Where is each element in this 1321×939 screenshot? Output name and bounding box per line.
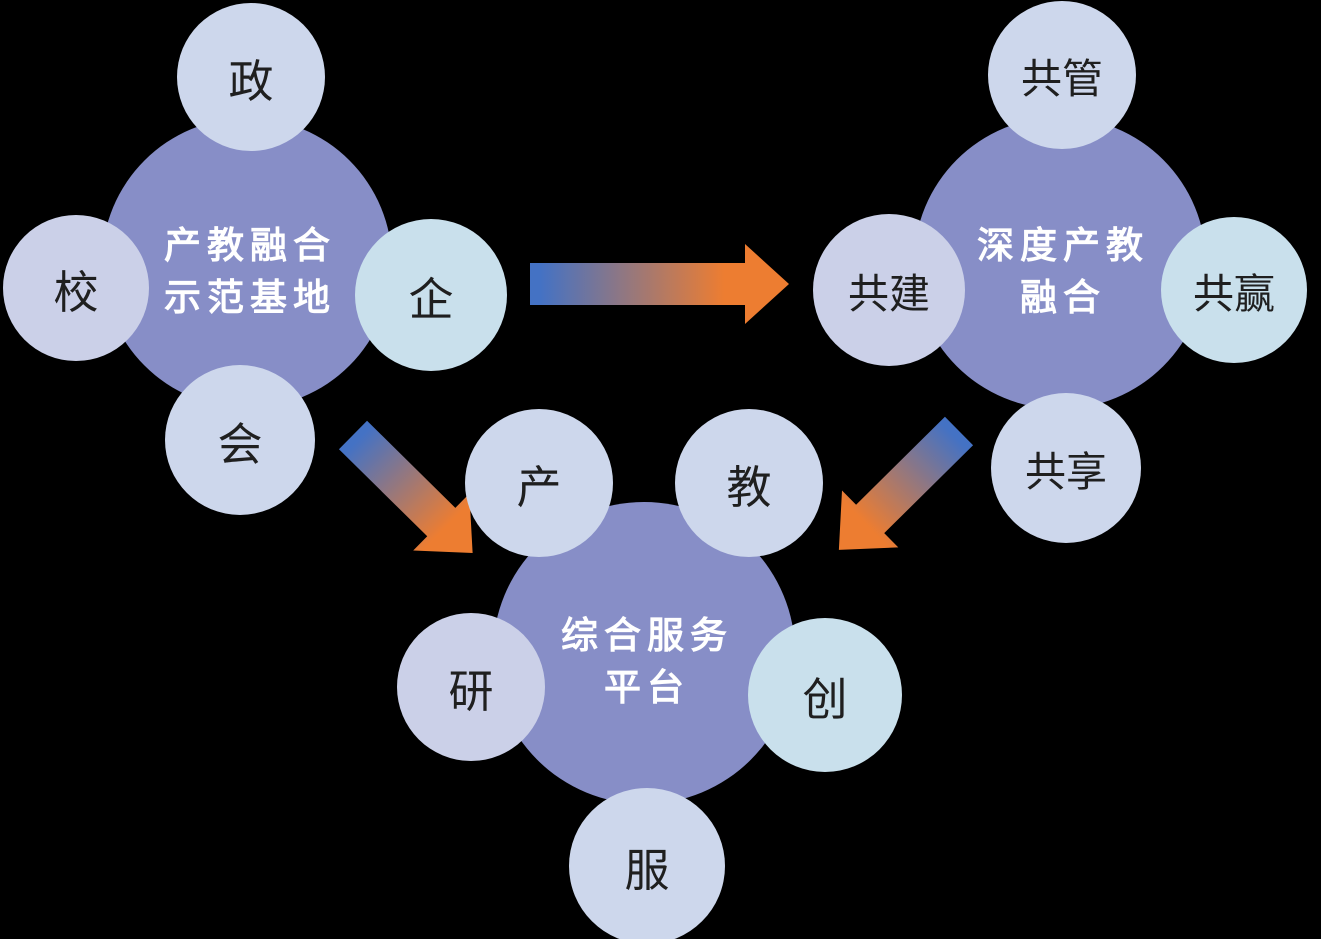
arrow-deep-to-platform-icon — [838, 416, 974, 550]
satellite-innovation-label: 创 — [802, 674, 848, 725]
satellite-enterprise: 企 — [355, 219, 507, 371]
satellite-association: 会 — [165, 365, 315, 515]
cluster-deep-integration-title: 深度产教 融合 — [971, 220, 1149, 324]
satellite-co-build-label: 共建 — [848, 271, 930, 317]
satellite-research: 研 — [397, 613, 545, 761]
title-line: 示范基地 — [164, 277, 336, 318]
satellite-enterprise-label: 企 — [408, 274, 454, 325]
satellite-research-label: 研 — [448, 666, 494, 717]
title-line: 平台 — [604, 667, 690, 708]
satellite-government: 政 — [177, 3, 325, 151]
satellite-co-manage: 共管 — [988, 1, 1136, 149]
satellite-school-label: 校 — [53, 267, 99, 318]
satellite-innovation: 创 — [748, 618, 902, 772]
satellite-service-label: 服 — [624, 845, 670, 896]
satellite-win-win: 共赢 — [1161, 217, 1307, 363]
satellite-co-share-label: 共享 — [1025, 449, 1107, 495]
cluster-demo-base-title: 产教融合 示范基地 — [158, 220, 336, 324]
title-line: 融合 — [1020, 277, 1106, 318]
title-line: 产教融合 — [164, 225, 336, 266]
title-line: 综合服务 — [561, 615, 733, 656]
satellite-association-label: 会 — [217, 419, 263, 470]
satellite-co-share: 共享 — [991, 393, 1141, 543]
satellite-industry: 产 — [465, 409, 613, 557]
cluster-service-platform-title: 综合服务 平台 — [555, 610, 733, 714]
satellite-win-win-label: 共赢 — [1193, 271, 1275, 317]
title-line: 深度产教 — [977, 225, 1149, 266]
cluster-deep-integration-circle: 深度产教 融合 — [914, 117, 1206, 409]
satellite-co-build: 共建 — [813, 214, 965, 366]
satellite-school: 校 — [3, 215, 149, 361]
arrow-base-to-platform-icon — [338, 420, 473, 553]
cluster-demo-base-circle: 产教融合 示范基地 — [102, 118, 392, 408]
satellite-government-label: 政 — [228, 56, 274, 107]
arrow-base-to-deep-icon — [530, 244, 789, 324]
satellite-service: 服 — [569, 788, 725, 939]
satellite-education: 教 — [675, 409, 823, 557]
satellite-co-manage-label: 共管 — [1021, 56, 1103, 102]
satellite-industry-label: 产 — [516, 462, 562, 513]
satellite-education-label: 教 — [726, 462, 772, 513]
